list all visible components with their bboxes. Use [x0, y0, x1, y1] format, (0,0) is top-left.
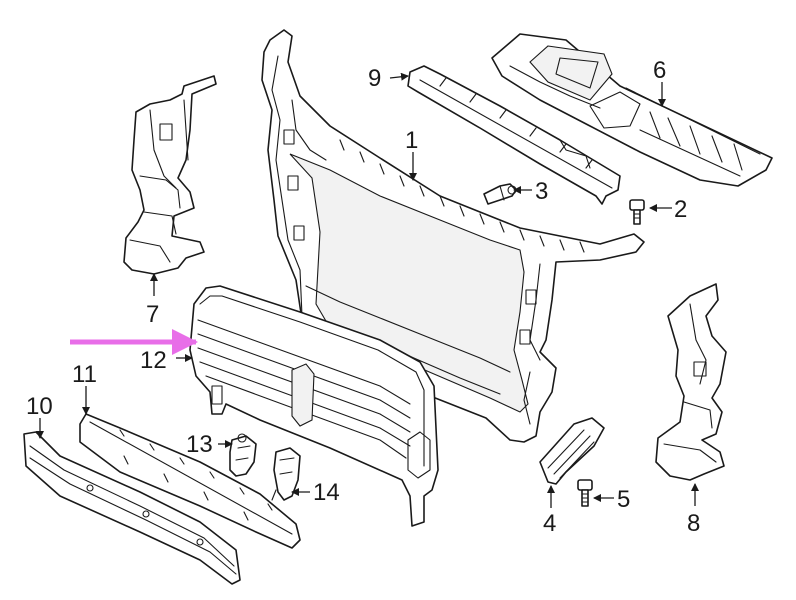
part-5-bolt [577, 479, 593, 507]
callout-6: 6 [653, 57, 666, 84]
part-4-side-guide [539, 417, 605, 485]
callout-9: 9 [368, 65, 381, 92]
part-10-lower-support [23, 431, 241, 585]
callout-11: 11 [72, 361, 97, 388]
callout-7: 7 [146, 301, 159, 328]
part-11-lower-rail [79, 413, 301, 549]
part-2-bolt [629, 199, 645, 225]
part-12-air-shutter [189, 285, 439, 527]
part-14-bracket [271, 447, 301, 501]
callout-4: 4 [543, 510, 556, 537]
callout-8: 8 [687, 510, 700, 537]
part-8-right-air-duct [655, 283, 727, 481]
leader-lines [36, 72, 699, 508]
callout-3: 3 [535, 178, 548, 205]
callout-5: 5 [617, 486, 630, 513]
part-9-upper-rail [407, 65, 621, 205]
part-6-upper-cover [491, 33, 773, 187]
callout-14: 14 [313, 479, 340, 506]
callout-12: 12 [140, 347, 167, 374]
callout-labels: 1 2 3 4 5 6 7 8 9 10 11 12 13 14 [26, 57, 700, 537]
callout-2: 2 [674, 196, 687, 223]
callout-13: 13 [186, 431, 213, 458]
leader-9 [389, 72, 409, 81]
callout-10: 10 [26, 393, 53, 420]
part-7-left-air-duct [123, 75, 217, 275]
callout-1: 1 [405, 127, 418, 154]
part-13-clip [229, 433, 257, 477]
part-3-rivet [483, 183, 517, 205]
